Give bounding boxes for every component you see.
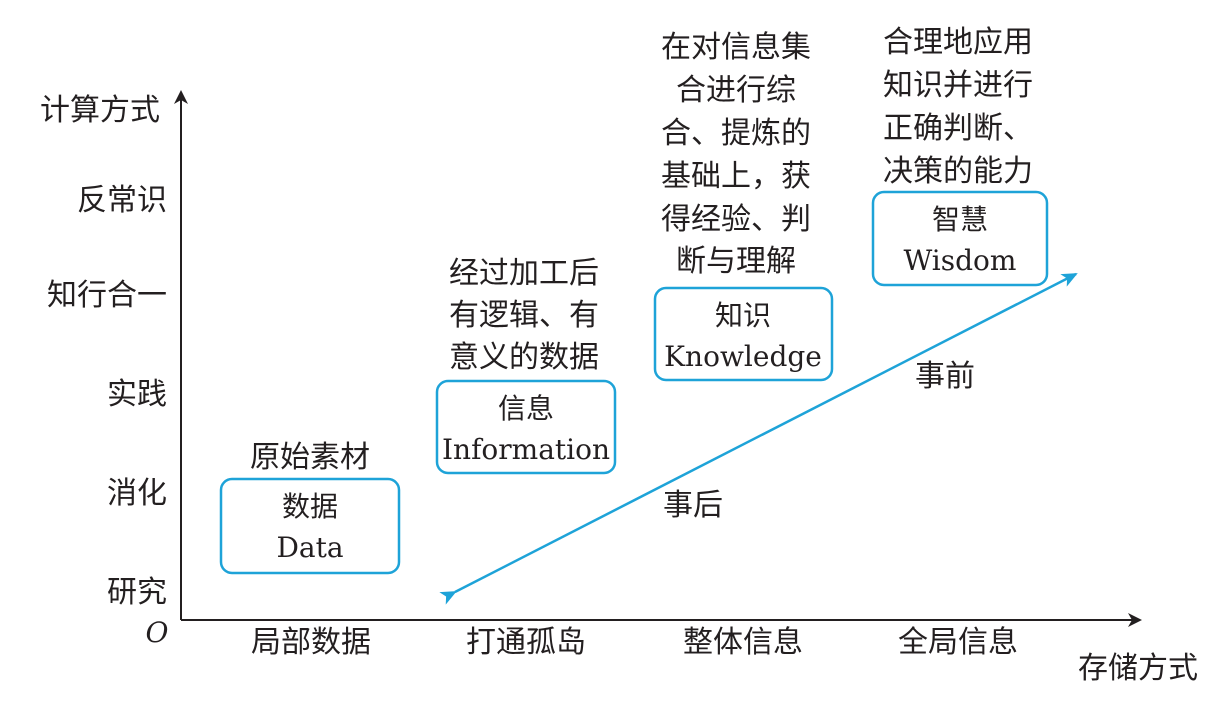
- stage-information-desc-line: 经过加工后: [449, 256, 599, 291]
- y-tick-counter-intuition: 反常识: [77, 183, 167, 218]
- x-tick-whole-info: 整体信息: [683, 625, 803, 660]
- stage-data-cn: 数据: [282, 490, 338, 523]
- x-tick-connect-islands: 打通孤岛: [466, 625, 586, 660]
- stage-knowledge-desc-line: 在对信息集: [661, 30, 811, 65]
- stage-information-box: [435, 379, 617, 475]
- stage-information: 经过加工后 有逻辑、有 意义的数据 信息 Information: [435, 256, 617, 475]
- stage-data: 原始素材 数据 Data: [219, 440, 401, 575]
- stage-data-desc-line: 原始素材: [250, 440, 370, 475]
- y-tick-practice: 实践: [107, 377, 167, 412]
- stage-knowledge-en: Knowledge: [664, 340, 822, 373]
- stage-wisdom-desc-line: 合理地应用: [883, 25, 1033, 60]
- stage-wisdom: 合理地应用 知识并进行 正确判断、 决策的能力 智慧 Wisdom: [871, 25, 1049, 287]
- stage-knowledge-desc-line: 基础上，获: [661, 159, 811, 194]
- stage-knowledge-box: [653, 286, 834, 382]
- x-tick-global-info: 全局信息: [898, 625, 1018, 660]
- stage-wisdom-cn: 智慧: [932, 203, 988, 236]
- stage-knowledge: 在对信息集 合进行综 合、提炼的 基础上，获 得经验、判 断与理解 知识 Kno…: [653, 30, 834, 382]
- stage-information-desc-line: 意义的数据: [449, 340, 599, 375]
- stage-wisdom-box: [871, 190, 1049, 287]
- arrow-label-before: 事前: [915, 359, 975, 394]
- y-tick-research: 研究: [107, 575, 167, 610]
- x-tick-local-data: 局部数据: [251, 625, 371, 660]
- stage-information-desc-line: 有逻辑、有: [449, 298, 599, 333]
- stage-knowledge-desc-line: 断与理解: [676, 244, 796, 279]
- y-axis-title: 计算方式: [40, 93, 160, 128]
- origin-label: O: [146, 616, 169, 649]
- y-tick-unity: 知行合一: [47, 278, 167, 313]
- stage-information-cn: 信息: [498, 392, 554, 425]
- stage-data-box: [219, 477, 401, 575]
- stage-knowledge-cn: 知识: [715, 299, 771, 332]
- stage-knowledge-desc-line: 合进行综: [676, 73, 796, 108]
- stage-wisdom-desc-line: 正确判断、: [883, 111, 1033, 146]
- arrow-label-after: 事后: [663, 488, 723, 523]
- timing-arrow: [439, 272, 1078, 605]
- stage-wisdom-en: Wisdom: [904, 244, 1017, 277]
- stage-knowledge-desc-line: 合、提炼的: [661, 116, 811, 151]
- stage-wisdom-desc-line: 知识并进行: [883, 68, 1033, 103]
- x-axis-title: 存储方式: [1078, 651, 1198, 686]
- y-tick-digest: 消化: [107, 476, 167, 511]
- stage-information-en: Information: [442, 433, 610, 466]
- stage-wisdom-desc-line: 决策的能力: [883, 154, 1033, 189]
- stage-knowledge-desc-line: 得经验、判: [661, 202, 811, 237]
- stage-data-en: Data: [276, 531, 343, 564]
